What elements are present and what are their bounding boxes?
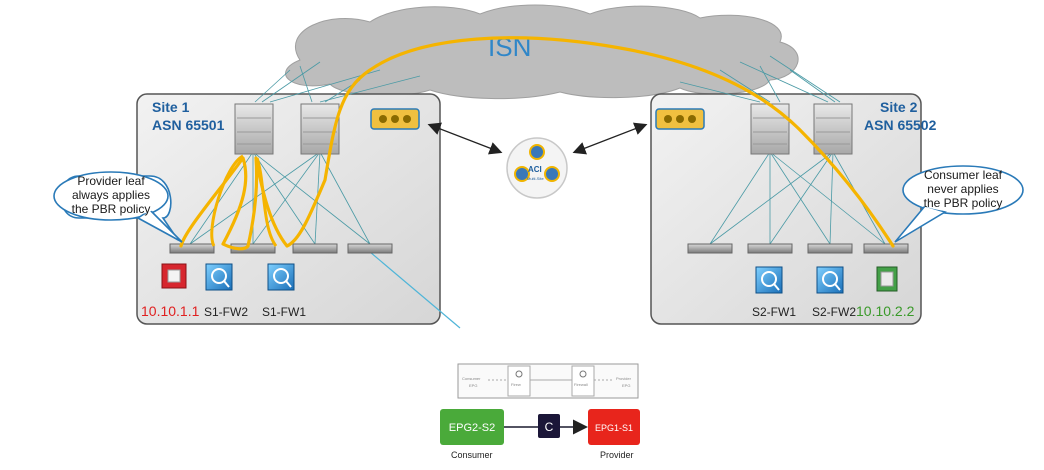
provider-callout-line2: always applies bbox=[72, 188, 150, 202]
site2-asn: ASN 65502 bbox=[864, 117, 937, 133]
aci-sublabel: Multi-Site bbox=[527, 176, 544, 181]
provider-callout-line1: Provider leaf bbox=[77, 174, 145, 188]
site2-fw2-label: S2-FW2 bbox=[812, 305, 856, 319]
msc-arrow-left bbox=[427, 122, 503, 155]
consumer-caption: Consumer bbox=[451, 450, 493, 460]
site1-title: Site 1 bbox=[152, 99, 190, 115]
provider-callout: Provider leaf always applies the PBR pol… bbox=[53, 171, 183, 243]
service-graph-left-sub: EPG bbox=[469, 383, 477, 388]
site1-spine-2 bbox=[300, 103, 340, 155]
site1-fw1-icon bbox=[267, 263, 295, 291]
site1-cable bbox=[369, 251, 461, 329]
traffic-path-loop-2 bbox=[255, 157, 278, 247]
site2-leaf-2 bbox=[747, 243, 793, 254]
consumer-epg-box bbox=[440, 409, 504, 445]
consumer-callout-line1: Consumer leaf bbox=[924, 168, 1003, 182]
consumer-callout-line3: the PBR policy bbox=[924, 196, 1003, 210]
site2-leaf-3 bbox=[807, 243, 853, 254]
consumer-callout-line2: never applies bbox=[927, 182, 998, 196]
service-graph-node1: Firew bbox=[511, 382, 521, 387]
site1-fw1-label: S1-FW1 bbox=[262, 305, 306, 319]
site1-leaf-1 bbox=[169, 243, 215, 254]
msc-arrow-right bbox=[572, 122, 648, 155]
traffic-path-loop-1 bbox=[210, 154, 244, 247]
service-graph-right-sub: EPG bbox=[622, 383, 630, 388]
service-node-1 bbox=[507, 365, 531, 397]
isn-links bbox=[254, 55, 841, 103]
service-graph-right: Provider bbox=[616, 376, 632, 381]
contract-diagram: EPG2-S2 C EPG1-S1 Consumer Provider bbox=[440, 409, 640, 460]
site1-leaves bbox=[169, 243, 393, 254]
site2-endpoint-icon bbox=[876, 266, 898, 292]
site2-box bbox=[650, 93, 922, 325]
site2-leaf-4 bbox=[863, 243, 909, 254]
site1-endpoint-icon bbox=[161, 263, 187, 289]
provider-epg-label: EPG1-S1 bbox=[595, 423, 633, 433]
aci-multisite-icon: ACI Multi-Site bbox=[506, 137, 568, 199]
site2-fw1-label: S2-FW1 bbox=[752, 305, 796, 319]
site1-spine-1 bbox=[234, 103, 274, 155]
contract-box bbox=[538, 414, 560, 438]
provider-callout-line3: the PBR policy bbox=[72, 202, 151, 216]
site1-fw2-icon bbox=[205, 263, 233, 291]
site1-msc-connector bbox=[370, 108, 420, 130]
site2-ip-label: 10.10.2.2 bbox=[856, 303, 915, 319]
aci-label: ACI bbox=[528, 165, 542, 174]
site2-msc-connector bbox=[655, 108, 705, 130]
site1-leaf-4 bbox=[347, 243, 393, 254]
site2-leaves bbox=[687, 243, 909, 254]
consumer-epg-label: EPG2-S2 bbox=[449, 422, 495, 434]
provider-caption: Provider bbox=[600, 450, 634, 460]
consumer-callout: Consumer leaf never applies the PBR poli… bbox=[894, 165, 1024, 243]
site1-leaf-3 bbox=[292, 243, 338, 254]
site2-spine-2 bbox=[813, 103, 853, 155]
contract-label: C bbox=[545, 420, 554, 434]
site2-fw2-icon bbox=[816, 266, 844, 294]
service-graph-left: Consumer bbox=[462, 376, 481, 381]
site2-fabric-links bbox=[709, 151, 886, 245]
site1-fw2-label: S1-FW2 bbox=[204, 305, 248, 319]
traffic-path bbox=[179, 36, 895, 251]
site2-fw1-icon bbox=[755, 266, 783, 294]
service-graph: Consumer EPG Firew Firewall Provider EPG bbox=[457, 363, 639, 399]
service-node-2 bbox=[571, 365, 595, 397]
site2-leaf-1 bbox=[687, 243, 733, 254]
service-graph-node2: Firewall bbox=[574, 382, 588, 387]
isn-cloud: ISN bbox=[285, 4, 799, 100]
site1-ip-label: 10.10.1.1 bbox=[141, 303, 200, 319]
site2-spine-1 bbox=[750, 103, 790, 155]
site1-asn: ASN 65501 bbox=[152, 117, 225, 133]
provider-epg-box bbox=[588, 409, 640, 445]
site2-title: Site 2 bbox=[880, 99, 918, 115]
